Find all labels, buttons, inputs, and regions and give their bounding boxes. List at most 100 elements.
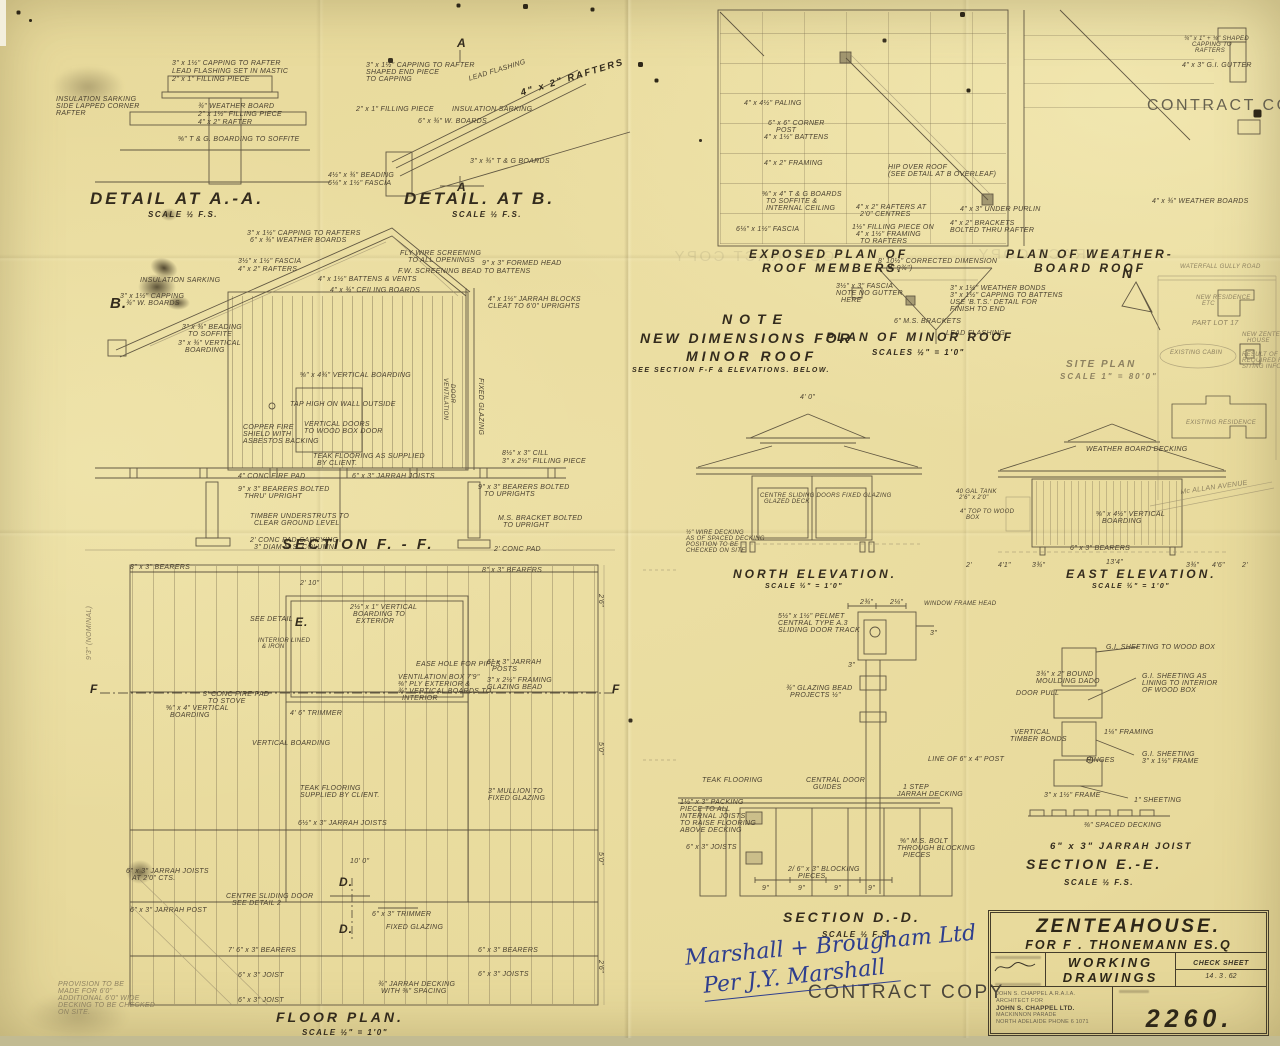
annotation: EXISTING RESIDENCE (1186, 420, 1257, 426)
annotation: CENTRAL TYPE A.3 (778, 620, 848, 627)
annotation: TO RAFTERS (860, 238, 908, 245)
check-sheet-label: CHECK SHEET (1176, 960, 1266, 970)
annotation: ASBESTOS BACKING (243, 438, 319, 445)
annotation: FIXED GLAZING (477, 378, 484, 436)
annotation: 3' CONC FIRE PAD (203, 691, 270, 698)
section-marker: D. (339, 875, 353, 889)
annotation: BOX (966, 515, 980, 521)
section-marker: A (457, 36, 467, 50)
annotation: HINGES (1086, 757, 1115, 764)
annotation: 1" SHEETING (1134, 797, 1182, 804)
annotation: SHAPED END PIECE (366, 69, 440, 76)
annotation: 2' CONC PAD (494, 546, 541, 553)
annotation: 6¼" x 1½" FASCIA (328, 180, 392, 187)
annotation: CENTRE SLIDING DOOR (226, 893, 314, 900)
annotation: G.I. SHEETING AS (1142, 673, 1207, 680)
annotation: 9" x 3" BEARERS BOLTED (238, 486, 330, 493)
annotation: AS OF SPACED DECKING (686, 536, 765, 542)
annotation: 3" x 1½" FRAME (1044, 792, 1101, 799)
annotation: HIP OVER ROOF (888, 164, 948, 171)
annotation: 3" DIAM M.S. COLUMN (254, 544, 335, 551)
annotation: DOOR PULL (1016, 690, 1060, 697)
project-client: FOR F . THONEMANN ES.Q (1025, 938, 1232, 952)
annotation: POSITION TO BE (686, 542, 739, 548)
annotation: GUIDES (813, 784, 842, 791)
annotation: 2' (966, 562, 972, 569)
annotation: SEE DETAIL (250, 616, 293, 623)
section-marker: N (1122, 265, 1134, 281)
annotation: ⅝" x 4½" VERTICAL (1096, 511, 1166, 518)
annotation: TO STOVE (208, 698, 246, 705)
annotation: VENTILATION (442, 378, 448, 421)
annotation: 3" x 1½" WEATHER BONDS (950, 285, 1046, 292)
drawing-number-cell: 2260. (1113, 987, 1266, 1034)
annotation: ON SITE. (58, 1009, 91, 1016)
annotation: 5½" x 1½" PELMET (778, 613, 845, 620)
title-site-plan: SITE PLAN (1066, 359, 1137, 370)
annotation: 6" x 3" JARRAH POST (130, 907, 207, 914)
annotation: 3" (930, 630, 937, 637)
annotation: TO SOFFITE & (766, 198, 818, 205)
annotation: 4" TOP TO WOOD (960, 509, 1015, 515)
annotation: 3" (848, 662, 855, 669)
paper-left-edge (0, 0, 6, 46)
annotation: DECKING TO BE CHECKED (58, 1002, 156, 1009)
annotation: MADE FOR 6'0" (58, 988, 113, 995)
scale-floor-plan: SCALE ½" = 1'0" (302, 1028, 389, 1037)
annotation: LEAD FLASHING (946, 330, 1006, 337)
annotation: ¾" VERTICAL BOARDS TO (398, 688, 492, 695)
project-title: ZENTEAHOUSE. (1036, 916, 1221, 937)
annotation: 2'0" CENTRES (860, 211, 911, 218)
annotation: 1¼" FRAMING (1104, 729, 1154, 736)
annotation: PIECE TO ALL (680, 806, 731, 813)
annotation: EXTERIOR (356, 618, 395, 625)
annotation: ⅝" x 4" VERTICAL (166, 705, 229, 712)
annotation: 3" x 1½" FRAME (1142, 758, 1199, 765)
title-minor-roof: PLAN OF MINOR ROOF (826, 330, 1014, 344)
annotation: 6" x 3" BEARERS (478, 947, 539, 954)
annotation: 2/ 6" x 3" BLOCKING (788, 866, 860, 873)
annotation: INTERIOR (402, 695, 438, 702)
architect-line2: ARCHITECT FOR (996, 998, 1044, 1004)
annotation: 6" x ¾" W. BOARDS (418, 118, 487, 125)
annotation: 4" x 2" RAFTER (198, 119, 253, 126)
annotation: 3" x 1½" CAPPING TO RAFTER (366, 62, 475, 69)
annotation: FIXED GLAZING (842, 493, 892, 499)
annotation: 2' CONC PAD CARRYING (250, 537, 339, 544)
annotation: 5'0" (597, 742, 604, 755)
paper-bottom-edge (0, 1036, 1280, 1046)
architect-address1: MACKINNON PARADE (996, 1012, 1057, 1018)
annotation: TO UPRIGHT (503, 522, 550, 529)
annotation: 40 GAL TANK (956, 489, 997, 495)
annotation: SITING INFORMATION (1242, 364, 1280, 370)
annotation: 7' 6" x 3" BEARERS (228, 947, 297, 954)
annotation: 3" x 2½" FILLING PIECE (502, 458, 586, 465)
annotation: 1 STEP (903, 784, 929, 791)
annotation: G.I. SHEETING TO WOOD BOX (1106, 644, 1216, 651)
architect-line1: JOHN S. CHAPPEL A.R.A.I.A. (996, 991, 1076, 997)
title-detail-aa: DETAIL AT A.-A. (90, 189, 265, 208)
drawn-by-cell (991, 953, 1046, 986)
annotation: PROVISION TO BE (58, 981, 125, 988)
annotation: PROJECTS ½" (790, 692, 841, 699)
annotation: EASE HOLE FOR PIPES (416, 661, 501, 668)
annotation: ⅝" T & G. BOARDING TO SOFFITE (178, 136, 300, 143)
annotation: ⅝" x 4¾" VERTICAL BOARDING (300, 372, 411, 379)
annotation: 4" x 1½" JARRAH BLOCKS (488, 296, 581, 303)
annotation: (SEE DETAIL AT B OVERLEAF) (888, 171, 997, 178)
annotation: 3" x 1½" CAPPING TO RAFTER (172, 60, 281, 67)
annotation: ⅜" PLY EXTERIOR & (398, 681, 471, 688)
annotation: 4" x 2" FRAMING (764, 160, 823, 167)
annotation: 9" (762, 885, 769, 892)
annotation: SIDE LAPPED CORNER (56, 103, 140, 110)
annotation: 9" (834, 885, 841, 892)
title-east-elevation: EAST ELEVATION. (1066, 567, 1217, 581)
annotation: 3" x 1½" CAPPING TO BATTENS (950, 292, 1063, 299)
scale-east-elevation: SCALE ½" = 1'0" (1092, 583, 1171, 590)
title-exposed-plan-1: EXPOSED PLAN OF (749, 247, 909, 261)
scale-minor-roof: SCALES ½" = 1'0" (872, 348, 965, 357)
annotation: 9" x 3" BEARERS BOLTED (478, 484, 570, 491)
annotation: NEW RESIDENCE (1196, 295, 1251, 301)
annotation: 3" x 1½" CAPPING TO RAFTERS (247, 230, 361, 237)
